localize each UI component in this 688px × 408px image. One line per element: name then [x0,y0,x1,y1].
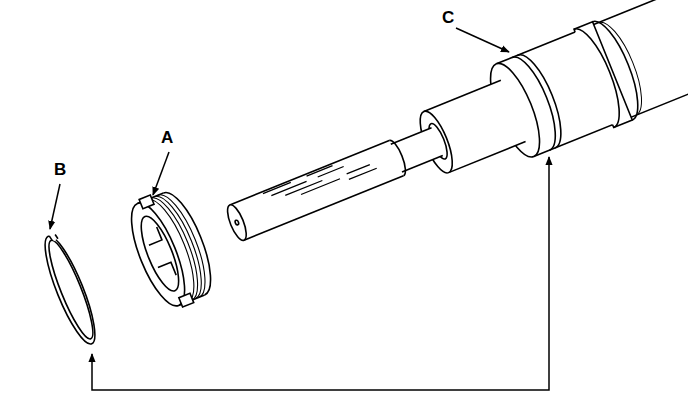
callout-letter: A [161,128,173,148]
snap-ring [35,229,103,348]
leader-lines [50,28,549,390]
threaded-nut [120,183,223,315]
assembly-illustration [35,0,688,349]
callout-letter: B [54,160,66,180]
callout-letter: C [442,8,454,28]
splined-shaft [224,124,445,243]
